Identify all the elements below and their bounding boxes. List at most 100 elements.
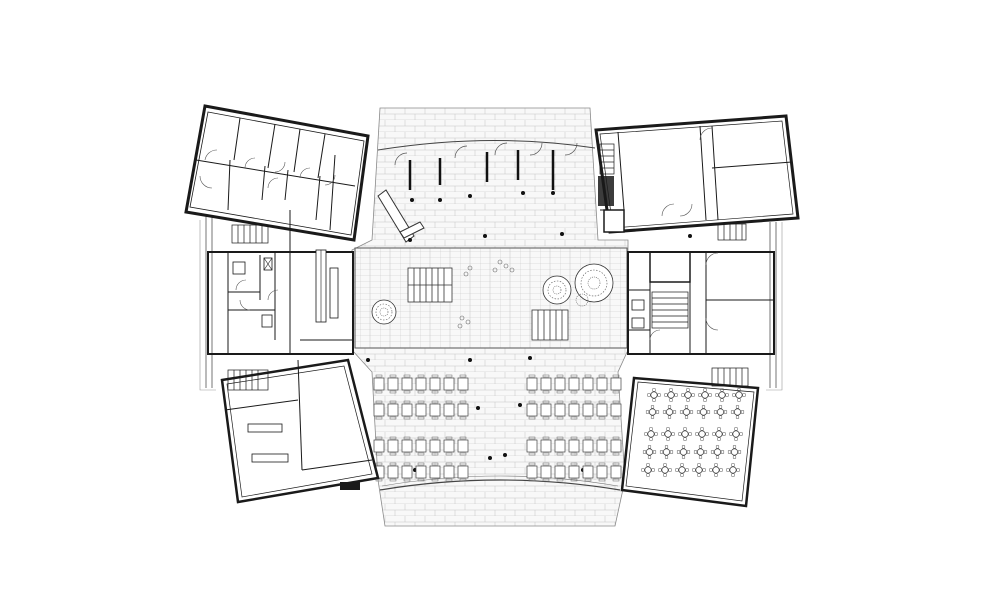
southeast-hall-seating [641,388,746,477]
courtyard-table [401,400,413,420]
hall-table [679,405,694,419]
hall-table [712,427,726,441]
courtyard-table [582,436,594,456]
courtyard-table [401,374,413,394]
courtyard-table [610,374,622,394]
courtyard-table [429,436,441,456]
courtyard-table [429,400,441,420]
round-feature-2 [542,275,572,305]
courtyard-table [415,436,427,456]
courtyard-table [540,462,552,482]
hall-table [709,463,723,477]
round-feature-1 [371,299,397,325]
northeast-wing [594,114,800,234]
north-door-swings [394,142,578,166]
courtyard-table [457,462,469,482]
courtyard-table [443,374,455,394]
hall-table [729,427,743,441]
hall-table [641,463,655,477]
courtyard-table [568,436,580,456]
courtyard-table [540,400,552,420]
courtyard-table [554,462,566,482]
hall-table [675,463,689,477]
courtyard-table [373,374,385,394]
courtyard-table [401,462,413,482]
hall-table [710,445,725,459]
hall-table [693,445,708,459]
courtyard-table [387,374,399,394]
hall-table [726,463,740,477]
central-courtyard [351,107,629,527]
courtyard-table [526,400,538,420]
courtyard-table [582,462,594,482]
hall-table [642,445,657,459]
courtyard-table [526,436,538,456]
courtyard-table [610,462,622,482]
courtyard-table [568,400,580,420]
courtyard-table [596,462,608,482]
courtyard-table [554,374,566,394]
north-partition-screens [408,150,555,190]
courtyard-table [415,462,427,482]
hall-table [645,405,660,419]
courtyard-table [582,400,594,420]
courtyard-table [596,400,608,420]
hall-table [696,405,711,419]
courtyard-table [415,400,427,420]
west-wing [205,210,354,388]
courtyard-table [429,374,441,394]
hall-table [662,405,677,419]
courtyard-table [457,400,469,420]
hall-table [647,388,661,402]
courtyard-table [457,436,469,456]
courtyard-table [373,400,385,420]
courtyard-table [443,400,455,420]
hall-table [681,388,695,402]
central-stair [407,267,569,341]
hall-table [658,463,672,477]
courtyard-table [596,436,608,456]
small-scatter-seats [457,259,515,329]
hall-table [661,427,675,441]
courtyard-table [401,436,413,456]
courtyard-table [457,374,469,394]
courtyard-table [540,436,552,456]
hall-table [698,388,712,402]
hall-table [664,388,678,402]
courtyard-table [429,462,441,482]
hall-table [678,427,692,441]
hall-table [676,445,691,459]
courtyard-table [540,374,552,394]
courtyard-table [443,462,455,482]
southeast-hall [620,367,760,508]
hall-table [732,388,746,402]
courtyard-table [387,400,399,420]
hall-table [692,463,706,477]
southwest-wing [220,358,380,504]
east-wing [627,222,777,388]
courtyard-table [596,374,608,394]
courtyard-table [387,462,399,482]
courtyard-table [568,462,580,482]
courtyard-table [415,374,427,394]
diagonal-bench [377,189,425,243]
hall-table [695,427,709,441]
round-feature-4 [575,293,589,307]
courtyard-table [582,374,594,394]
courtyard-table [443,436,455,456]
courtyard-table [610,400,622,420]
south-courtyard-tables [373,374,622,482]
hall-table [659,445,674,459]
courtyard-table [554,436,566,456]
hall-table [713,405,728,419]
hall-table [727,445,742,459]
hall-table [715,388,729,402]
courtyard-table [568,374,580,394]
round-feature-3 [574,263,614,303]
courtyard-table [526,374,538,394]
courtyard-table [373,436,385,456]
courtyard-table [526,462,538,482]
outer-outline [199,220,783,391]
